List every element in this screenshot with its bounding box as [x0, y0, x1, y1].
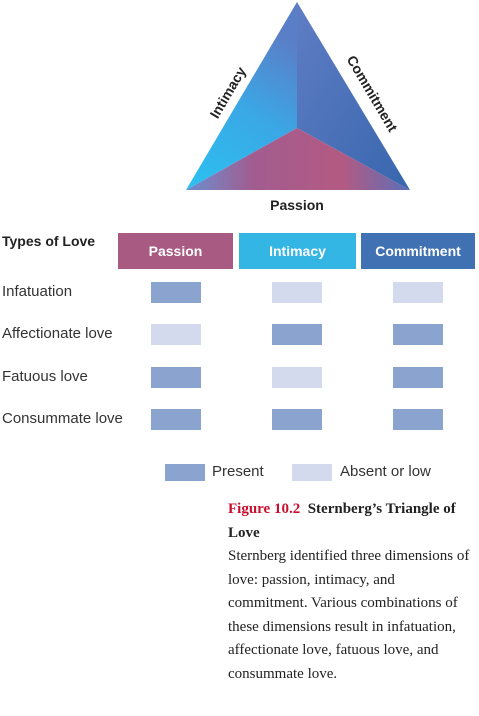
column-header-intimacy: Intimacy	[239, 233, 356, 269]
column-header-passion: Passion	[118, 233, 233, 269]
cell-passion-absent	[151, 324, 201, 345]
column-header-commitment: Commitment	[361, 233, 475, 269]
love-triangle-diagram: Intimacy Commitment Passion	[186, 2, 410, 213]
row-label: Fatuous love	[2, 368, 88, 385]
cell-passion-present	[151, 282, 201, 303]
figure-number: Figure 10.2	[228, 501, 301, 517]
figure-title: Sternberg’s Triangle of Love	[228, 501, 456, 541]
legend-label-present: Present	[212, 463, 264, 480]
passion-region	[186, 128, 410, 190]
cell-commitment-present	[393, 367, 443, 388]
row-label: Consummate love	[2, 410, 123, 427]
figure-caption: Figure 10.2 Sternberg’s Triangle of Love…	[228, 498, 473, 686]
types-of-love-header: Types of Love	[2, 233, 96, 249]
cell-commitment-present	[393, 324, 443, 345]
row-label: Affectionate love	[2, 325, 113, 342]
cell-passion-present	[151, 409, 201, 430]
cell-passion-present	[151, 367, 201, 388]
cell-intimacy-absent	[272, 282, 322, 303]
intimacy-region	[186, 2, 297, 190]
row-label: Infatuation	[2, 283, 73, 300]
cell-commitment-absent	[393, 282, 443, 303]
legend-swatch-present	[165, 464, 205, 481]
cell-intimacy-present	[272, 324, 322, 345]
legend-label-absent: Absent or low	[340, 463, 431, 480]
passion-side-label: Passion	[270, 197, 324, 213]
cell-commitment-present	[393, 409, 443, 430]
legend-swatch-absent	[292, 464, 332, 481]
cell-intimacy-present	[272, 409, 322, 430]
cell-intimacy-absent	[272, 367, 322, 388]
commitment-region	[297, 2, 410, 190]
caption-text: Sternberg identified three dimensions of…	[228, 548, 470, 682]
